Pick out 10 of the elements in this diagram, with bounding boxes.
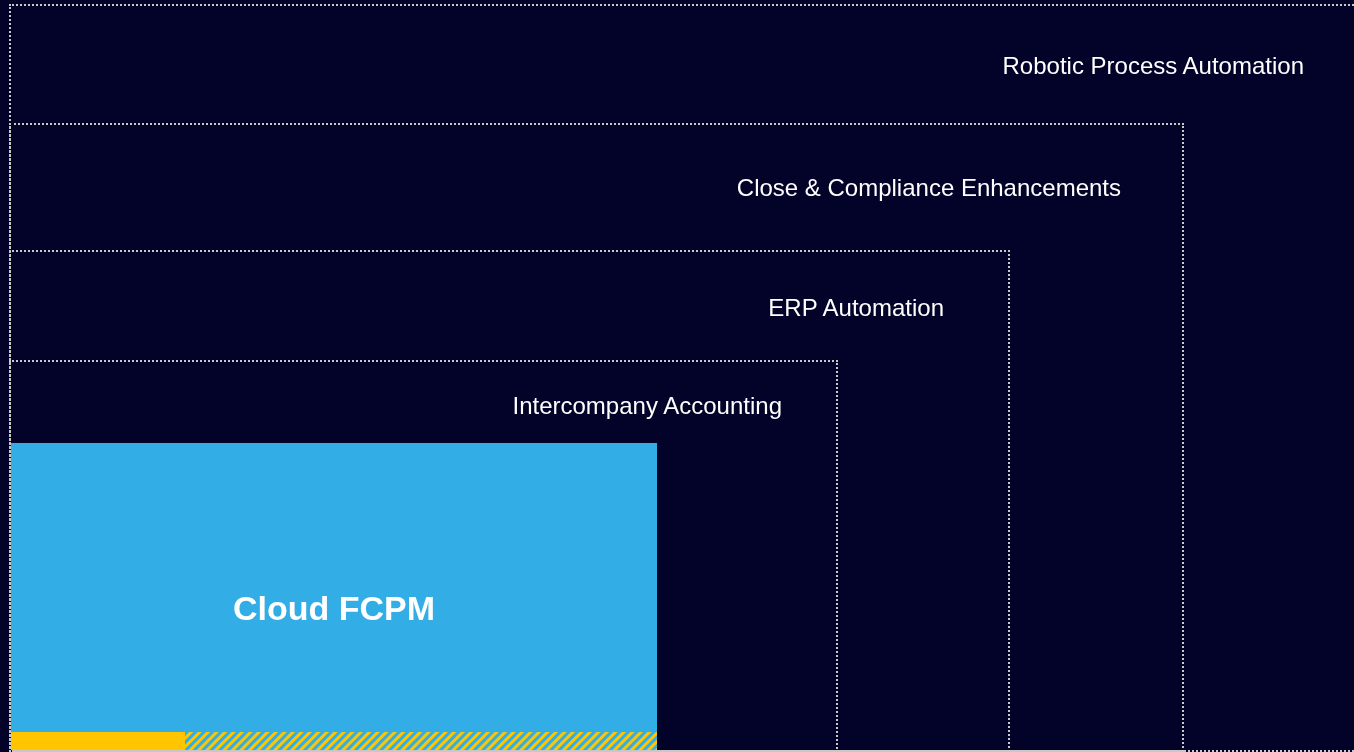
layer-label: ERP Automation (768, 293, 944, 323)
layer-label: Intercompany Accounting (512, 391, 782, 421)
dotted-frame (9, 360, 838, 752)
dotted-frame (9, 250, 1010, 752)
layer-label: Robotic Process Automation (1002, 51, 1304, 81)
dotted-frame (9, 123, 1184, 752)
core-label: Cloud FCPM (231, 588, 437, 628)
dotted-frame (9, 4, 1354, 752)
layer-label: Close & Compliance Enhancements (736, 173, 1121, 203)
core-box (11, 443, 657, 750)
